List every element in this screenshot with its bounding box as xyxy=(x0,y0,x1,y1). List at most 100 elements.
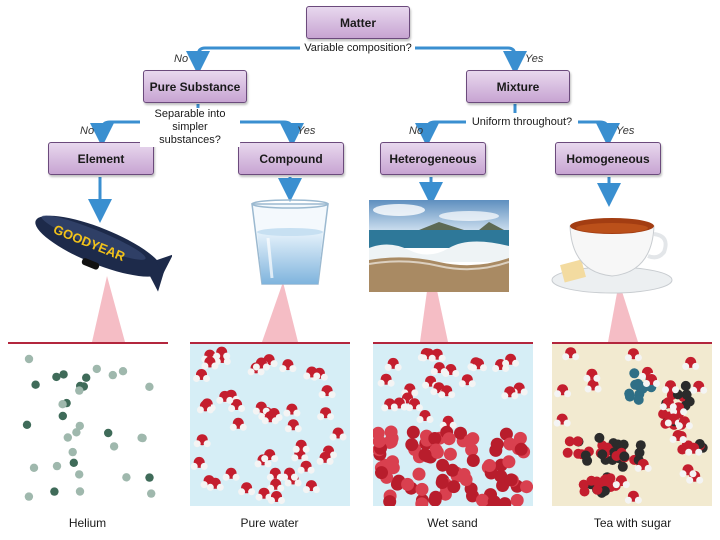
sand-particle xyxy=(483,459,496,472)
water-molecule-h xyxy=(612,481,620,489)
water-molecule-h xyxy=(255,493,263,501)
water-molecule-h xyxy=(294,479,302,487)
water-molecule-h xyxy=(387,379,395,387)
sand-particle xyxy=(401,477,415,491)
water-molecule-h xyxy=(222,473,230,481)
water-molecule-h xyxy=(213,352,221,360)
water-molecule-h xyxy=(584,385,592,393)
sugar-atom xyxy=(619,451,630,462)
sand-particle xyxy=(498,497,512,506)
water-molecule-h xyxy=(384,363,392,371)
node-pure-substance: Pure Substance xyxy=(143,70,247,103)
water-molecule-h xyxy=(554,390,562,398)
water-molecule-h xyxy=(284,479,292,487)
water-molecule-h xyxy=(639,372,646,380)
water-molecule-h xyxy=(511,392,519,400)
sand-particle xyxy=(442,432,456,446)
water-molecule-h xyxy=(452,370,460,377)
water-molecule-h xyxy=(634,354,642,362)
water-molecule-h xyxy=(330,451,337,459)
tea-molecule-atom xyxy=(629,368,640,379)
water-molecule-h xyxy=(622,481,630,489)
helium-atom xyxy=(108,370,118,380)
helium-atom xyxy=(58,411,67,421)
helium-atom xyxy=(75,386,84,395)
sand-particle xyxy=(405,438,419,452)
helium-atom xyxy=(118,367,128,376)
water-molecule-h xyxy=(563,419,571,427)
tea-molecule-atom xyxy=(624,391,635,402)
water-molecule-h xyxy=(201,362,209,370)
helium-atom xyxy=(63,433,72,442)
water-molecule-h xyxy=(448,391,456,399)
water-molecule-h xyxy=(264,460,272,468)
sand-particle xyxy=(384,435,398,449)
water-molecule-h xyxy=(512,359,520,367)
sand-particle xyxy=(415,482,429,496)
water-molecule-h xyxy=(277,484,285,492)
helium-atom xyxy=(75,421,85,431)
water-molecule-h xyxy=(692,362,700,370)
helium-atom xyxy=(137,433,146,442)
water-molecule-h xyxy=(200,462,208,470)
water-molecule-h xyxy=(426,416,434,423)
water-molecule-h xyxy=(662,386,669,394)
water-molecule-h xyxy=(449,421,457,429)
sugar-atom xyxy=(572,436,583,447)
sand-particle xyxy=(443,447,457,461)
sand-particle xyxy=(447,480,461,494)
sugar-atom xyxy=(580,450,591,461)
water-molecule-h xyxy=(593,374,601,382)
water-molecule-h xyxy=(390,403,398,411)
sand-particle xyxy=(502,455,516,469)
water-molecule-h xyxy=(329,433,337,441)
question-variable-composition: Variable composition? xyxy=(304,42,412,55)
water-molecule-h xyxy=(458,380,466,388)
tea-particles xyxy=(553,347,708,504)
water-molecule-h xyxy=(291,454,299,462)
helium-atom xyxy=(52,461,62,471)
water-molecule-h xyxy=(564,390,572,398)
water-molecule-h xyxy=(420,354,428,362)
water-molecule-h xyxy=(247,368,255,376)
water-molecule-h xyxy=(682,362,690,370)
helium-atom xyxy=(69,458,78,467)
sugar-atom xyxy=(594,432,605,443)
water-molecule-h xyxy=(302,486,310,494)
water-molecule-h xyxy=(394,363,402,371)
sugar-atom xyxy=(579,486,590,497)
sand-particle xyxy=(436,458,450,472)
water-molecule-h xyxy=(430,388,438,396)
helium-atom xyxy=(31,380,40,389)
water-molecule-h xyxy=(206,406,214,414)
water-molecule-h xyxy=(291,473,298,481)
water-molecule-h xyxy=(438,391,446,399)
water-molecule-h xyxy=(200,481,208,489)
helium-atom xyxy=(147,489,156,498)
water-molecule-h xyxy=(238,405,246,412)
water-molecule-h xyxy=(492,365,500,372)
sand-particle xyxy=(435,476,449,489)
helium-atom xyxy=(145,473,154,482)
water-molecule-h xyxy=(223,358,231,365)
water-molecule-h xyxy=(232,473,240,481)
sand-particle xyxy=(383,495,397,506)
water-molecule-h xyxy=(223,352,231,360)
water-molecule-h xyxy=(301,454,309,462)
water-molecule-h xyxy=(292,445,300,453)
sand-particle xyxy=(490,437,504,451)
caption-pure-water: Pure water xyxy=(240,516,299,530)
sugar-atom xyxy=(617,461,628,472)
water-molecule-h xyxy=(270,360,278,368)
branch-no-matter: No xyxy=(174,53,189,65)
question-separable: Separable into simpler substances? xyxy=(140,108,240,147)
water-molecule-h xyxy=(252,363,260,371)
water-molecule-h xyxy=(313,372,321,380)
water-molecule-h xyxy=(193,375,200,382)
sugar-atom xyxy=(592,484,603,495)
water-molecule-h xyxy=(283,409,291,417)
water-molecule-h xyxy=(279,365,287,373)
water-molecule-h xyxy=(583,374,591,382)
water-molecule-h xyxy=(271,417,279,425)
water-molecule-h xyxy=(190,462,198,470)
